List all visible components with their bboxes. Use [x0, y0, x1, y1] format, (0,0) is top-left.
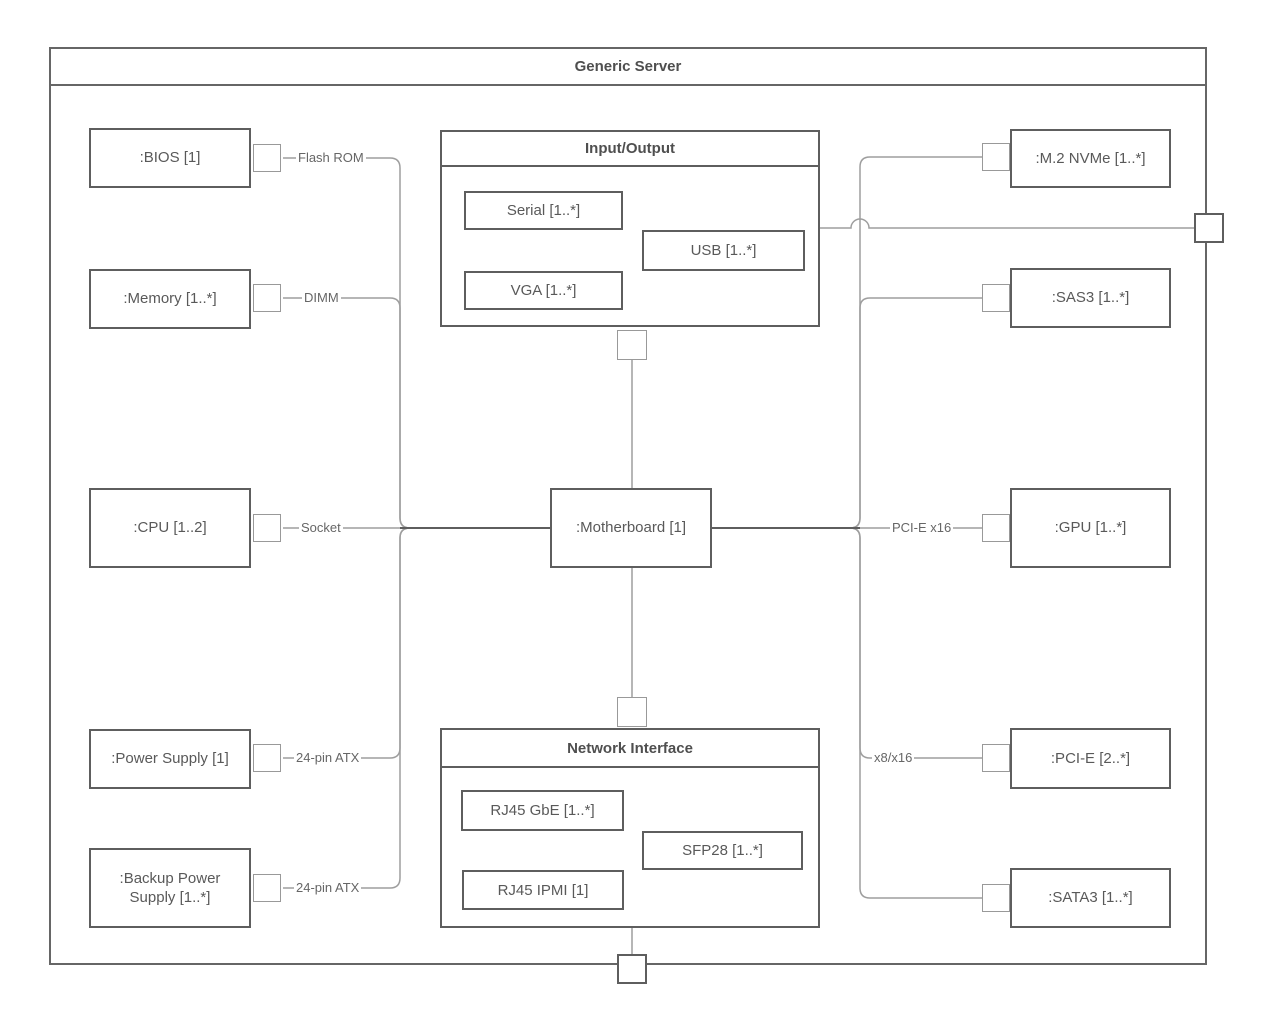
- component-power-supply-label: :Power Supply [1]: [111, 750, 229, 768]
- cpu-port[interactable]: [253, 514, 281, 542]
- connector-label-socket: Socket: [299, 520, 343, 536]
- component-bios-label: :BIOS [1]: [139, 149, 201, 167]
- io-compartment-title-bar: Input/Output: [442, 132, 818, 167]
- component-m2-nvme-label: :M.2 NVMe [1..*]: [1035, 149, 1146, 167]
- part-sfp28[interactable]: SFP28 [1..*]: [642, 831, 803, 870]
- part-rj45-gbe[interactable]: RJ45 GbE [1..*]: [461, 790, 624, 831]
- connector-backup-power-supply[interactable]: [283, 527, 411, 889]
- part-serial[interactable]: Serial [1..*]: [464, 191, 623, 230]
- part-sfp28-label: SFP28 [1..*]: [682, 842, 763, 859]
- connector-label-x8-x16: x8/x16: [872, 750, 915, 766]
- connector-bios[interactable]: [283, 157, 411, 529]
- part-usb-label: USB [1..*]: [690, 242, 757, 259]
- backup-power-supply-port[interactable]: [253, 874, 281, 902]
- connector-m2-nvme[interactable]: [849, 156, 982, 529]
- component-motherboard-label: :Motherboard [1]: [575, 519, 687, 537]
- component-memory-label: :Memory [1..*]: [123, 290, 217, 308]
- network-compartment-title: Network Interface: [567, 739, 693, 757]
- io-compartment-title: Input/Output: [585, 140, 675, 157]
- io-bottom-port[interactable]: [617, 330, 647, 360]
- component-backup-power-supply[interactable]: :Backup Power Supply [1..*]: [89, 848, 251, 928]
- component-bios[interactable]: :BIOS [1]: [89, 128, 251, 188]
- part-rj45-gbe-label: RJ45 GbE [1..*]: [490, 802, 595, 819]
- frame-title-bar: Generic Server: [51, 49, 1205, 86]
- component-pcie[interactable]: :PCI-E [2..*]: [1010, 728, 1171, 789]
- component-pcie-label: :PCI-E [2..*]: [1050, 749, 1131, 767]
- connector-sata3[interactable]: [849, 527, 982, 899]
- component-backup-power-supply-label: :Backup Power Supply [1..*]: [119, 869, 221, 907]
- connector-usb-external[interactable]: [803, 218, 1196, 229]
- connector-label-flash-rom: Flash ROM: [296, 150, 366, 166]
- power-supply-port[interactable]: [253, 744, 281, 772]
- component-sas3-label: :SAS3 [1..*]: [1051, 289, 1130, 307]
- m2-nvme-port[interactable]: [982, 143, 1010, 171]
- frame-title: Generic Server: [574, 58, 682, 75]
- network-compartment[interactable]: Network Interface RJ45 GbE [1..*] SFP28 …: [440, 728, 820, 928]
- network-top-port[interactable]: [617, 697, 647, 727]
- part-rj45-ipmi[interactable]: RJ45 IPMI [1]: [462, 870, 624, 910]
- connector-power-supply[interactable]: [283, 527, 411, 759]
- component-gpu[interactable]: :GPU [1..*]: [1010, 488, 1171, 568]
- component-motherboard[interactable]: :Motherboard [1]: [550, 488, 712, 568]
- connector-label-24pin-atx-2: 24-pin ATX: [294, 880, 362, 896]
- sata3-port[interactable]: [982, 884, 1010, 912]
- connector-sas3[interactable]: [849, 297, 982, 529]
- connector-label-pcie-x16: PCI-E x16: [890, 520, 954, 536]
- io-compartment[interactable]: Input/Output Serial [1..*] USB [1..*] VG…: [440, 130, 820, 327]
- part-rj45-ipmi-label: RJ45 IPMI [1]: [497, 881, 589, 899]
- component-power-supply[interactable]: :Power Supply [1]: [89, 729, 251, 789]
- connector-label-dimm: DIMM: [302, 290, 341, 306]
- part-vga[interactable]: VGA [1..*]: [464, 271, 623, 310]
- component-sas3[interactable]: :SAS3 [1..*]: [1010, 268, 1171, 328]
- part-vga-label: VGA [1..*]: [510, 282, 577, 299]
- gpu-port[interactable]: [982, 514, 1010, 542]
- frame-bottom-port[interactable]: [617, 954, 647, 984]
- connector-pcie[interactable]: [849, 527, 982, 759]
- connector-memory[interactable]: [283, 297, 411, 529]
- frame-right-port[interactable]: [1194, 213, 1224, 243]
- component-sata3-label: :SATA3 [1..*]: [1048, 889, 1133, 907]
- component-memory[interactable]: :Memory [1..*]: [89, 269, 251, 329]
- part-usb[interactable]: USB [1..*]: [642, 230, 805, 271]
- connector-label-24pin-atx-1: 24-pin ATX: [294, 750, 362, 766]
- component-sata3[interactable]: :SATA3 [1..*]: [1010, 868, 1171, 928]
- memory-port[interactable]: [253, 284, 281, 312]
- part-serial-label: Serial [1..*]: [506, 202, 581, 219]
- bios-port[interactable]: [253, 144, 281, 172]
- pcie-port[interactable]: [982, 744, 1010, 772]
- component-m2-nvme[interactable]: :M.2 NVMe [1..*]: [1010, 129, 1171, 188]
- diagram-frame[interactable]: Generic Server: [49, 47, 1207, 965]
- component-cpu[interactable]: :CPU [1..2]: [89, 488, 251, 568]
- component-cpu-label: :CPU [1..2]: [133, 519, 207, 537]
- sas3-port[interactable]: [982, 284, 1010, 312]
- component-gpu-label: :GPU [1..*]: [1054, 519, 1127, 537]
- network-compartment-title-bar: Network Interface: [442, 730, 818, 768]
